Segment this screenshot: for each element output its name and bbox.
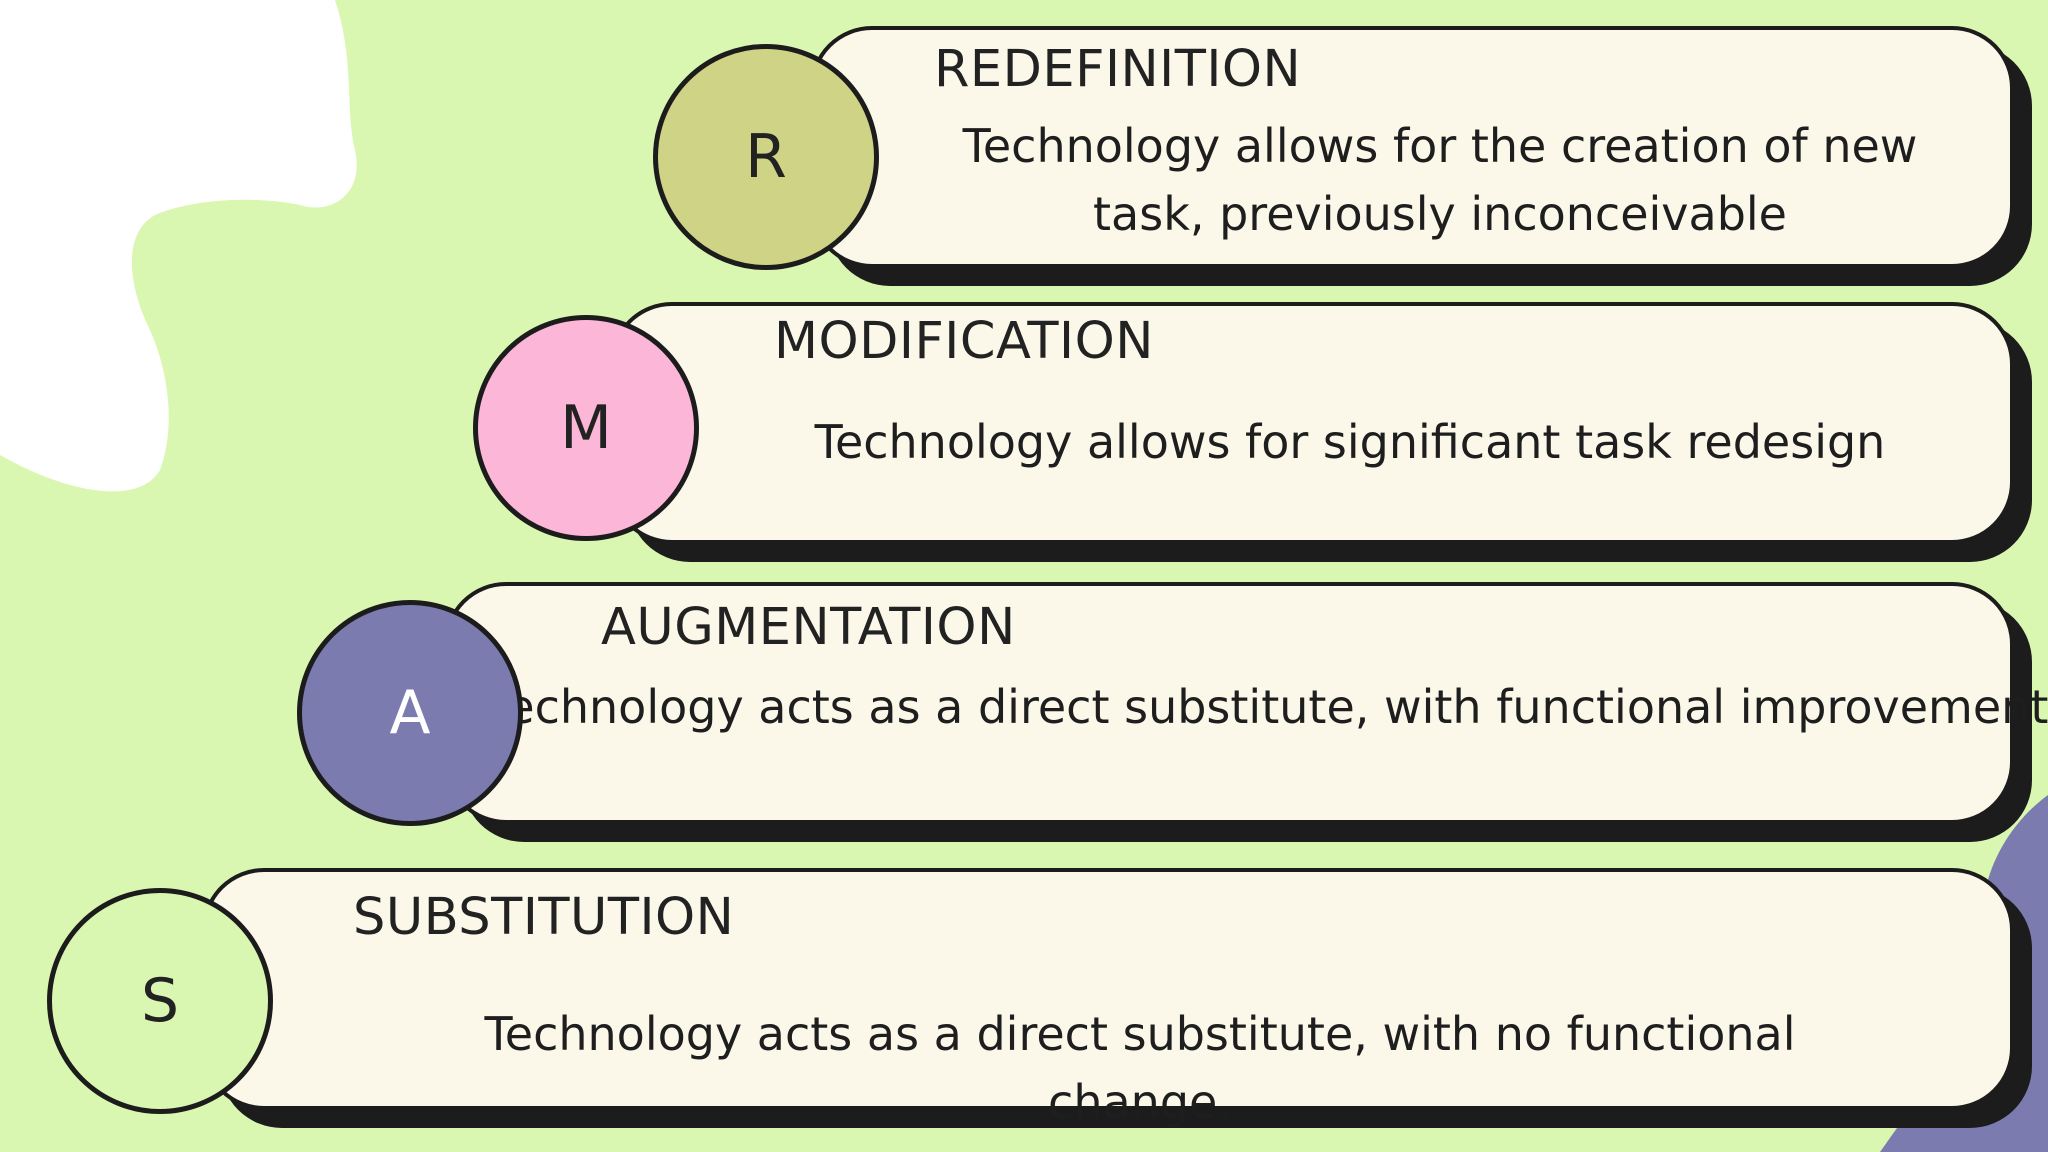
circle-a: A bbox=[297, 600, 523, 826]
circle-m: M bbox=[473, 315, 699, 541]
desc-augmentation: Technology acts as a direct substitute, … bbox=[486, 680, 2048, 734]
letter-m: M bbox=[560, 393, 612, 463]
desc-redefinition: Technology allows for the creation of ne… bbox=[962, 119, 1918, 241]
white-blob-shape bbox=[0, 0, 357, 492]
circle-r: R bbox=[653, 44, 879, 270]
card-augmentation bbox=[444, 582, 2014, 824]
card-redefinition bbox=[810, 26, 2014, 268]
letter-r: R bbox=[745, 122, 787, 192]
title-augmentation: AUGMENTATION bbox=[601, 598, 1016, 657]
title-substitution: SUBSTITUTION bbox=[353, 888, 735, 947]
circle-s: S bbox=[47, 888, 273, 1114]
card-substitution bbox=[202, 868, 2014, 1110]
title-redefinition: REDEFINITION bbox=[934, 40, 1302, 99]
letter-s: S bbox=[140, 966, 180, 1036]
letter-a: A bbox=[389, 678, 431, 748]
title-modification: MODIFICATION bbox=[774, 312, 1154, 371]
desc-modification: Technology allows for significant task r… bbox=[814, 415, 1886, 469]
desc-substitution: Technology acts as a direct substitute, … bbox=[484, 1007, 1796, 1129]
card-modification bbox=[610, 302, 2014, 544]
